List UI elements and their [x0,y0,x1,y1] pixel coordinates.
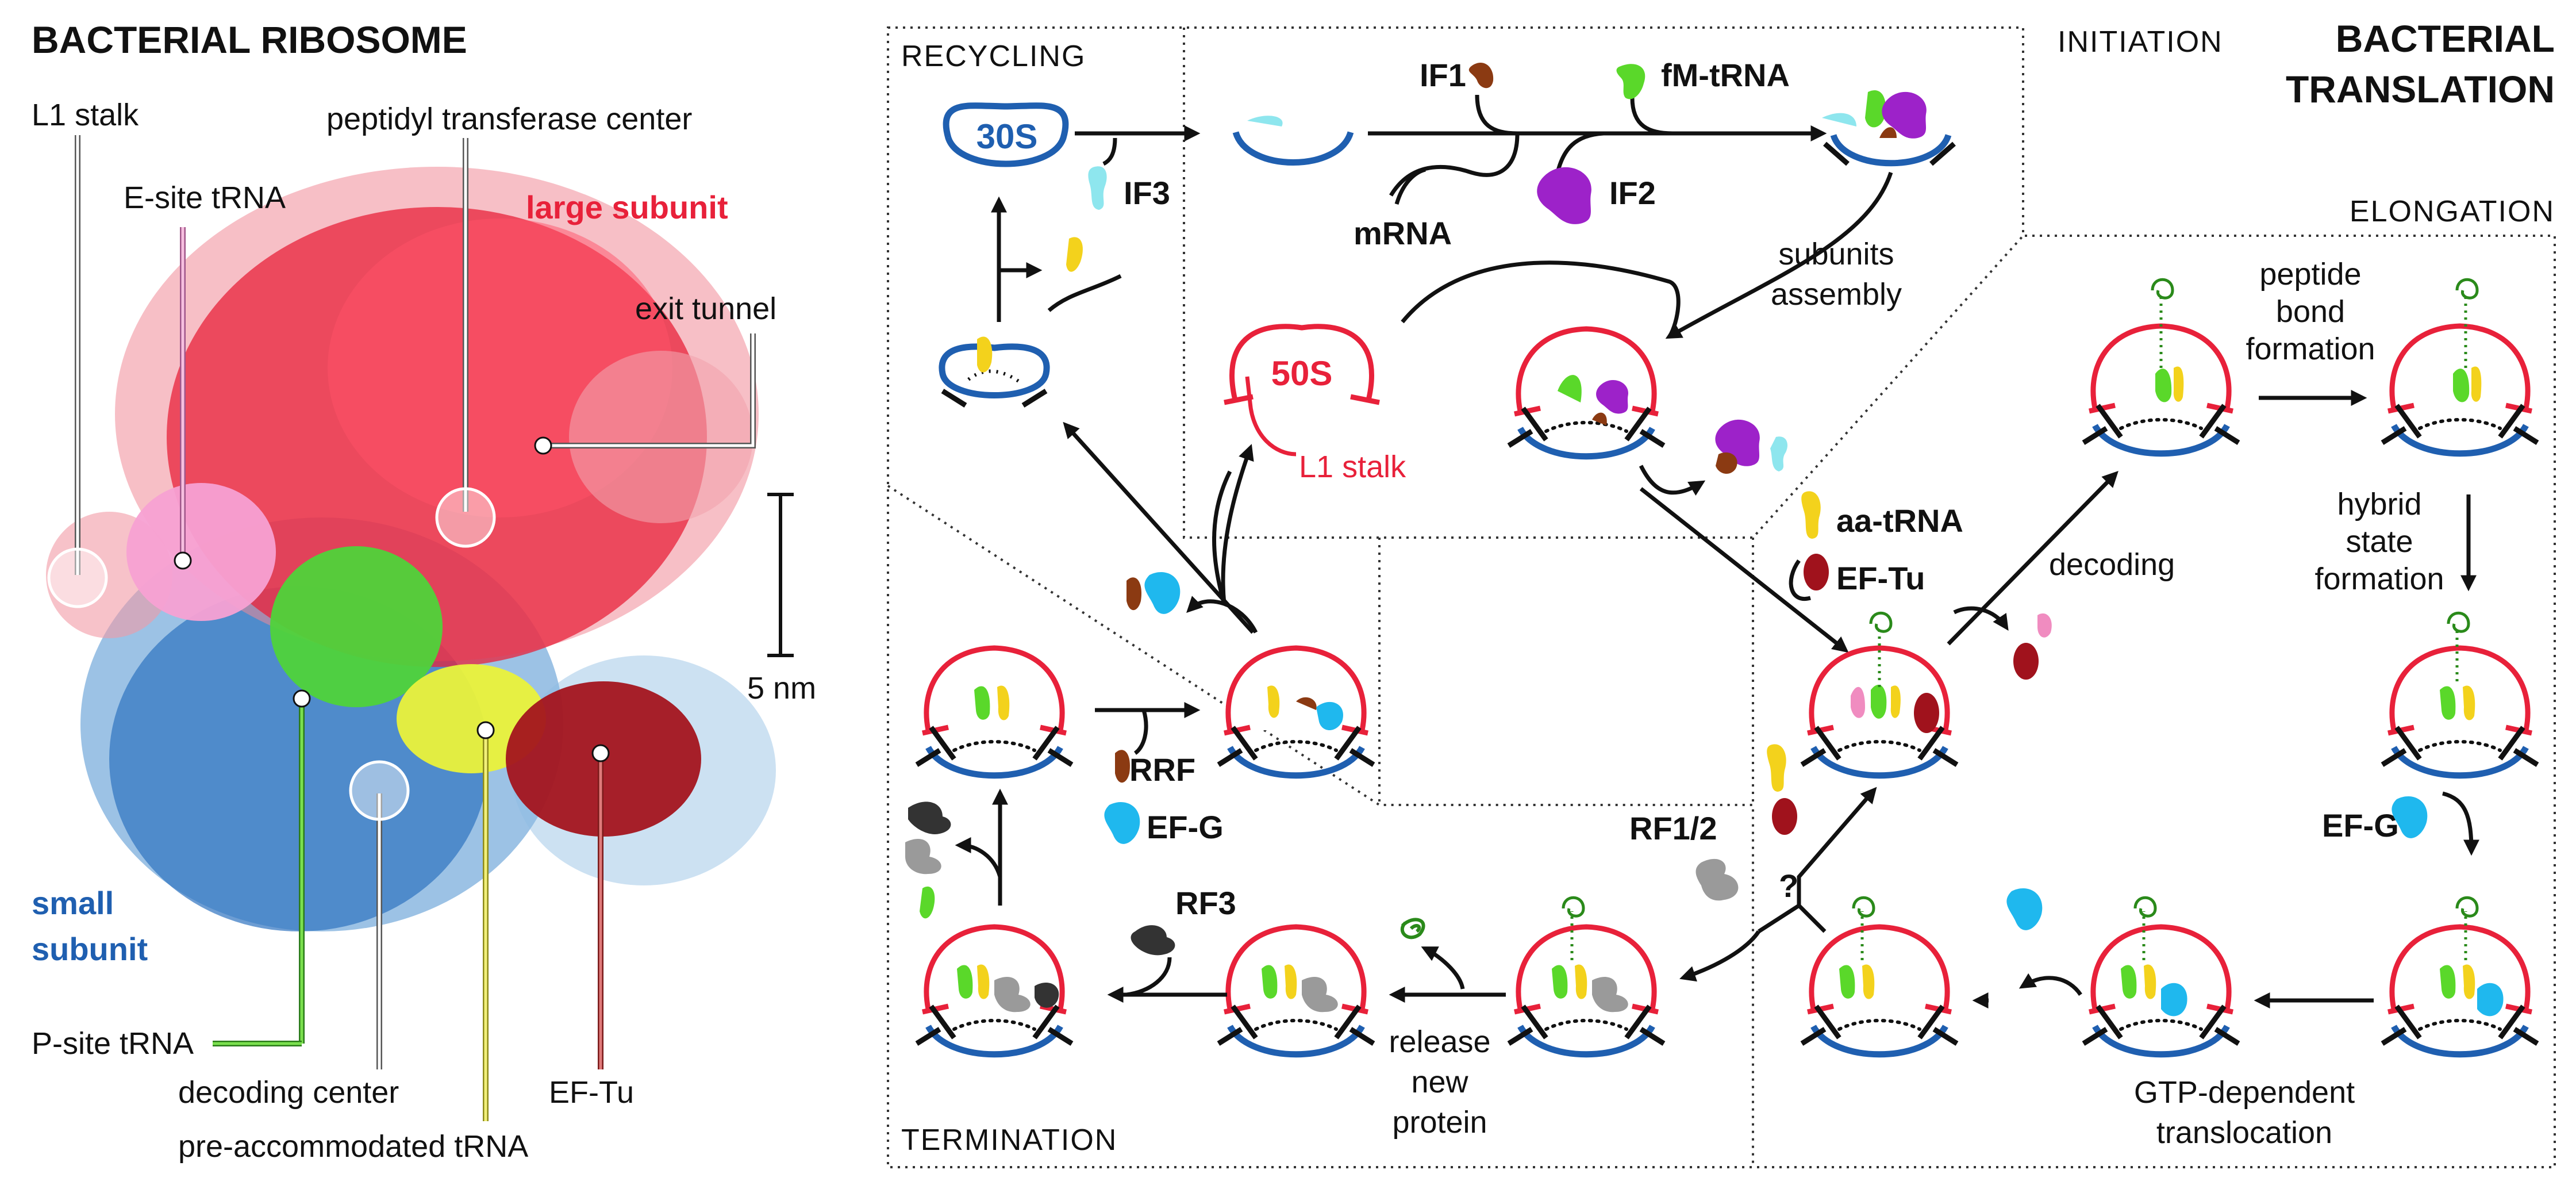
label-subunits-line2: assembly [1771,277,1902,312]
if1-join [1468,63,1518,136]
callouts [47,135,794,1121]
ribosome-translocated [2083,896,2239,1054]
initiation-border [1183,28,2024,539]
released-ef-g [2006,888,2043,930]
label-peptide-line1: peptide [2259,257,2361,292]
right-title-line1: BACTERIAL [2336,17,2555,60]
label-l1-stalk-50s: L1 stalk [1299,450,1406,484]
30s-if3 [1232,116,1354,166]
right-title-line2: TRANSLATION [2286,68,2555,110]
label-peptide-line3: formation [2246,332,2375,366]
label-small-subunit-line2: subunit [32,931,148,967]
label-pre-accommodated-trna: pre-accommodated tRNA [178,1129,528,1164]
ribosome-structure-illustration [46,167,776,931]
mrna-join [1389,133,1520,205]
label-release-line2: new [1411,1065,1468,1099]
left-panel: BACTERIAL RIBOSOME [32,18,816,1164]
initiation-complex-30s [1822,90,1956,167]
ribosome-peptide-bond [2083,278,2239,454]
label-aa-trna: aa-tRNA [1836,503,1963,539]
released-ef-tu-etrna [2013,613,2052,680]
label-hybrid-line3: formation [2314,562,2444,596]
fm-trna-join [1616,64,1673,136]
released-initiation-factors [1715,419,1787,474]
p-site-trna-shape [270,546,443,707]
free-50s: 50S L1 stalk [1224,324,1406,484]
label-peptidyl-transferase-center: peptidyl transferase center [326,102,692,136]
ribosome-rrf-efg [1218,648,1374,776]
label-release-line3: protein [1392,1105,1487,1140]
label-rf12: RF1/2 [1629,810,1717,846]
released-peptide [1400,918,1425,939]
released-release-factors [905,801,951,919]
label-decoding-center: decoding center [178,1075,399,1110]
label-hybrid-line2: state [2346,524,2413,559]
label-l1-stalk: L1 stalk [32,98,139,132]
label-if1: IF1 [1420,57,1466,93]
scale-bar [767,493,794,657]
ribosome-decoding [1802,611,1957,776]
label-release-line1: release [1389,1025,1490,1059]
section-termination: TERMINATION [901,1123,1117,1157]
ribosome-ef-g-bound [2382,896,2537,1054]
left-title: BACTERIAL RIBOSOME [32,18,467,61]
label-subunits-line1: subunits [1778,237,1894,271]
label-rrf: RRF [1129,751,1195,788]
right-panel: BACTERIAL TRANSLATION RECYCLING INITIATI… [887,17,2556,1168]
label-small-subunit-line1: small [32,885,114,921]
label-if3: IF3 [1124,175,1170,211]
label-fm-trna: fM-tRNA [1661,57,1790,93]
label-ef-g-elongation: EF-G [2322,807,2399,843]
ribosome-post-release [1218,927,1374,1054]
e-site-trna-shape [126,483,276,621]
label-gtp-line1: GTP-dependent [2134,1075,2355,1110]
ribosome-recycling-post [917,648,1072,776]
label-ef-g-recycling: EF-G [1147,809,1224,845]
label-50s: 50S [1271,354,1333,393]
released-trna-mrna [1047,237,1122,312]
30s-with-trna [939,336,1050,408]
label-rf3: RF3 [1175,885,1236,921]
label-exit-tunnel: exit tunnel [635,292,776,326]
label-mrna: mRNA [1354,215,1452,251]
label-large-subunit: large subunit [526,189,728,225]
if2-join [1537,131,1604,224]
label-ef-tu-left: EF-Tu [549,1075,634,1110]
section-recycling: RECYCLING [901,40,1086,73]
label-gtp-line2: translocation [2156,1115,2332,1150]
label-if2: IF2 [1609,175,1656,211]
released-rrf-efg [1126,572,1181,614]
ribosome-rf3-bound [917,927,1072,1054]
label-e-site-trna: E-site tRNA [124,181,286,215]
ribosome-rf-bound [1509,896,1664,1054]
label-hybrid-line1: hybrid [2337,487,2421,521]
termination-border [887,485,1754,1167]
if3-release [1088,137,1117,210]
label-30s: 30S [976,117,1038,156]
section-initiation: INITIATION [2058,25,2223,59]
label-ef-tu-right: EF-Tu [1836,560,1925,596]
label-p-site-trna: P-site tRNA [32,1026,194,1061]
ribosome-hybrid-state [2382,611,2537,776]
free-30s: 30S [943,102,1069,167]
label-decoding: decoding [2049,547,2175,582]
label-scale: 5 nm [747,671,816,705]
label-peptide-line2: bond [2276,294,2345,329]
ribosome-post-translocation [1802,896,1957,1054]
ribosome-post-peptide [2382,278,2537,454]
label-question: ? [1779,868,1798,904]
ribosome-70s-initiation [1509,329,1664,457]
section-elongation: ELONGATION [2350,195,2555,228]
